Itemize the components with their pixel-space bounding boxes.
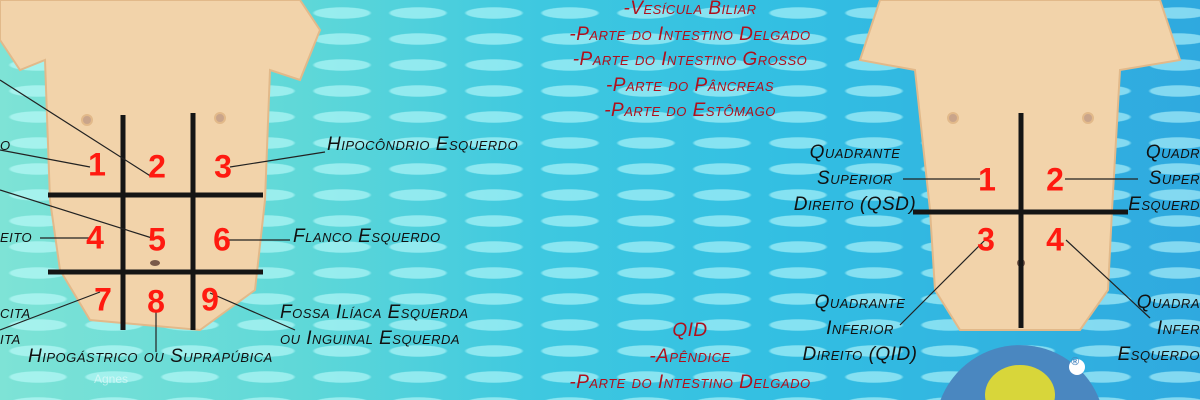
label-qid: Quadrante Inferior Direito (QID) bbox=[795, 290, 925, 368]
label-line: Inferior bbox=[826, 318, 894, 339]
organ-item: -Parte do Pâncreas bbox=[605, 74, 774, 96]
label-line: Quadra bbox=[1136, 292, 1200, 313]
left-leader-lines bbox=[0, 79, 326, 352]
qid-title: QID bbox=[672, 320, 708, 341]
right-leader-lines bbox=[899, 178, 1151, 326]
region-number-9: 9 bbox=[201, 281, 219, 318]
quadrant-number-4: 4 bbox=[1046, 221, 1064, 258]
organ-item: -Parte do Estômago bbox=[604, 100, 776, 121]
region-number-8: 8 bbox=[147, 283, 165, 320]
label-line: Super bbox=[1148, 168, 1200, 189]
label-line: Esquerd bbox=[1128, 194, 1200, 215]
region-number-4: 4 bbox=[86, 219, 104, 256]
region-number-7: 7 bbox=[94, 281, 112, 318]
qid-organ-list: QID -Apêndice -Parte do Intestino Delgad… bbox=[540, 318, 840, 396]
right-grid bbox=[913, 113, 1128, 328]
region-number-5: 5 bbox=[148, 221, 166, 258]
label-line: Quadrante bbox=[814, 292, 906, 313]
left-grid bbox=[48, 113, 263, 330]
label-cut-4: eito bbox=[0, 226, 33, 247]
organ-item: -Parte do Intestino Delgado bbox=[569, 23, 811, 45]
left-torso bbox=[0, 0, 322, 332]
label-line: Quadr bbox=[1145, 142, 1200, 163]
organ-item: -Apêndice bbox=[649, 346, 731, 367]
region-number-1: 1 bbox=[88, 146, 106, 183]
label-qsd: Quadrante Superior Direito (QSD) bbox=[790, 140, 920, 218]
label-flanco-esquerdo: Flanco Esquerdo bbox=[293, 226, 441, 247]
quadrant-number-1: 1 bbox=[978, 161, 996, 198]
region-number-6: 6 bbox=[213, 221, 231, 258]
label-qie-cut: Quadra Infer Esquerdo bbox=[1105, 290, 1200, 368]
registered-mark: ® bbox=[1071, 356, 1080, 368]
organ-item: -Parte do Intestino Delgado bbox=[569, 372, 811, 393]
label-line: Direito (QSD) bbox=[793, 194, 917, 215]
quadrant-number-2: 2 bbox=[1046, 161, 1064, 198]
label-cut-7b: ita bbox=[0, 328, 21, 349]
quadrant-number-3: 3 bbox=[977, 221, 995, 258]
watermark: Agnes bbox=[94, 372, 129, 386]
organ-item: -Parte do Intestino Grosso bbox=[572, 49, 808, 70]
label-inguinal: ou Inguinal Esquerda bbox=[280, 328, 461, 349]
label-line: Esquerdo bbox=[1117, 344, 1200, 365]
upper-organ-list: -Vesícula Biliar -Parte do Intestino Del… bbox=[540, 0, 840, 124]
label-hipogastrico: Hipogástrico ou Suprapúbica bbox=[28, 346, 273, 367]
label-cut-1: o bbox=[0, 134, 11, 155]
region-number-3: 3 bbox=[214, 148, 232, 185]
label-fossa-iliaca: Fossa Ilíaca Esquerda bbox=[280, 302, 469, 323]
label-hipocondrio-esquerdo: Hipocôndrio Esquerdo bbox=[327, 134, 519, 155]
label-qse-cut: Quadr Super Esquerd bbox=[1110, 140, 1200, 218]
organ-item: -Vesícula Biliar bbox=[623, 0, 757, 19]
logo-badge bbox=[940, 345, 1100, 400]
label-line: Superior bbox=[817, 168, 893, 189]
label-line: Infer bbox=[1156, 318, 1200, 339]
label-line: Direito (QID) bbox=[802, 344, 918, 365]
label-line: Quadrante bbox=[809, 142, 901, 163]
region-number-2: 2 bbox=[148, 148, 166, 185]
label-cut-7a: cita bbox=[0, 302, 31, 323]
